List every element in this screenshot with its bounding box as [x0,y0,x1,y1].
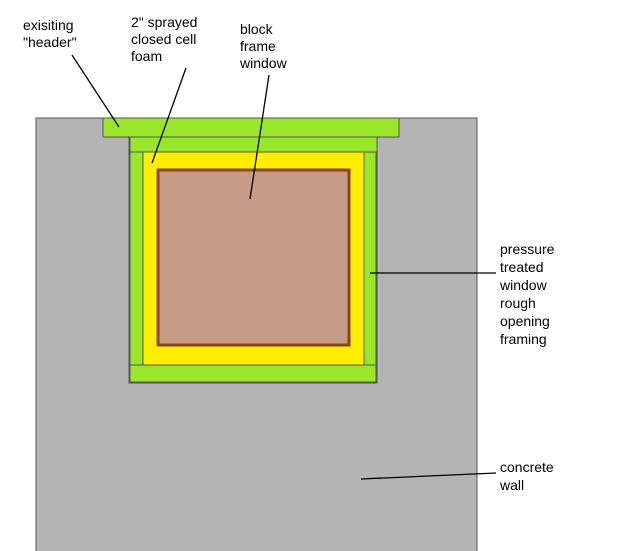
label-concrete-wall: concrete wall [500,458,554,494]
label-line: block [240,21,273,37]
label-line: foam [131,48,163,64]
label-line: frame [240,38,276,54]
label-line: rough [500,295,536,311]
right-jamb [363,151,377,366]
leader-line-window [249,74,270,200]
leader-line-foam [151,67,187,164]
label-line: window [240,55,287,71]
label-line: treated [500,259,544,275]
label-line: concrete [500,459,554,475]
label-line: closed cell [131,31,197,47]
label-line: wall [500,477,525,493]
label-line: framing [500,331,547,347]
label-rough-opening-framing: pressure treated window rough opening fr… [500,240,554,348]
leader-line-header [71,54,120,128]
label-block-frame-window: block frame window [240,21,287,72]
label-spray-foam: 2" sprayed closed cell foam [131,14,197,65]
label-line: 2" sprayed [131,14,198,30]
label-line: exisiting [23,17,74,33]
label-line: "header" [23,34,77,50]
leader-line-wall [360,472,497,480]
label-line: pressure [500,241,555,257]
label-line: opening [500,313,550,329]
label-line: window [500,277,547,293]
left-jamb [129,151,144,366]
sill-plate [129,364,377,383]
top-plate [129,136,378,153]
block-frame-window [156,168,351,347]
existing-header [102,117,400,138]
label-existing-header: exisiting "header" [23,17,77,51]
